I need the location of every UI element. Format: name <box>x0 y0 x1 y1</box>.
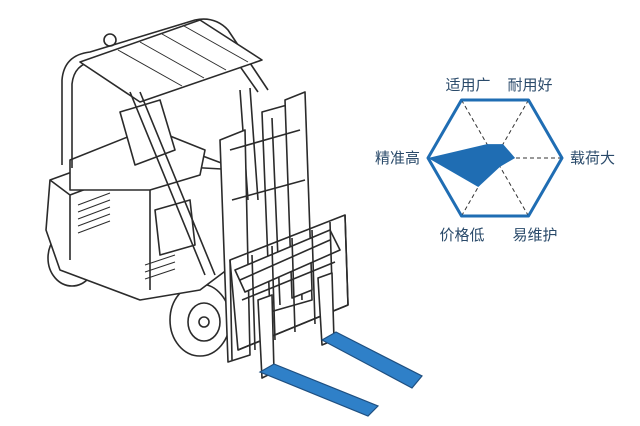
radar-axis-label: 耐用好 <box>507 76 552 94</box>
forklift-body <box>45 99 241 301</box>
radar-hexagon <box>426 98 564 218</box>
radar-axis-label: 易维护 <box>512 226 557 244</box>
radar-axis-label: 适用广 <box>445 76 490 94</box>
mast <box>219 91 349 363</box>
radar-value-area <box>428 144 516 188</box>
forks <box>257 272 423 417</box>
radar-axis-label: 精准高 <box>375 149 420 167</box>
overhead-guard <box>61 18 269 276</box>
radar-axis-label: 价格低 <box>439 226 484 244</box>
radar-chart: 适用广耐用好载荷大易维护 价格低 精准高 <box>375 76 615 244</box>
fork-left <box>258 363 380 417</box>
front-wheel <box>169 283 231 357</box>
fork-right <box>320 331 423 389</box>
radar-axis-label: 载荷大 <box>570 149 615 167</box>
